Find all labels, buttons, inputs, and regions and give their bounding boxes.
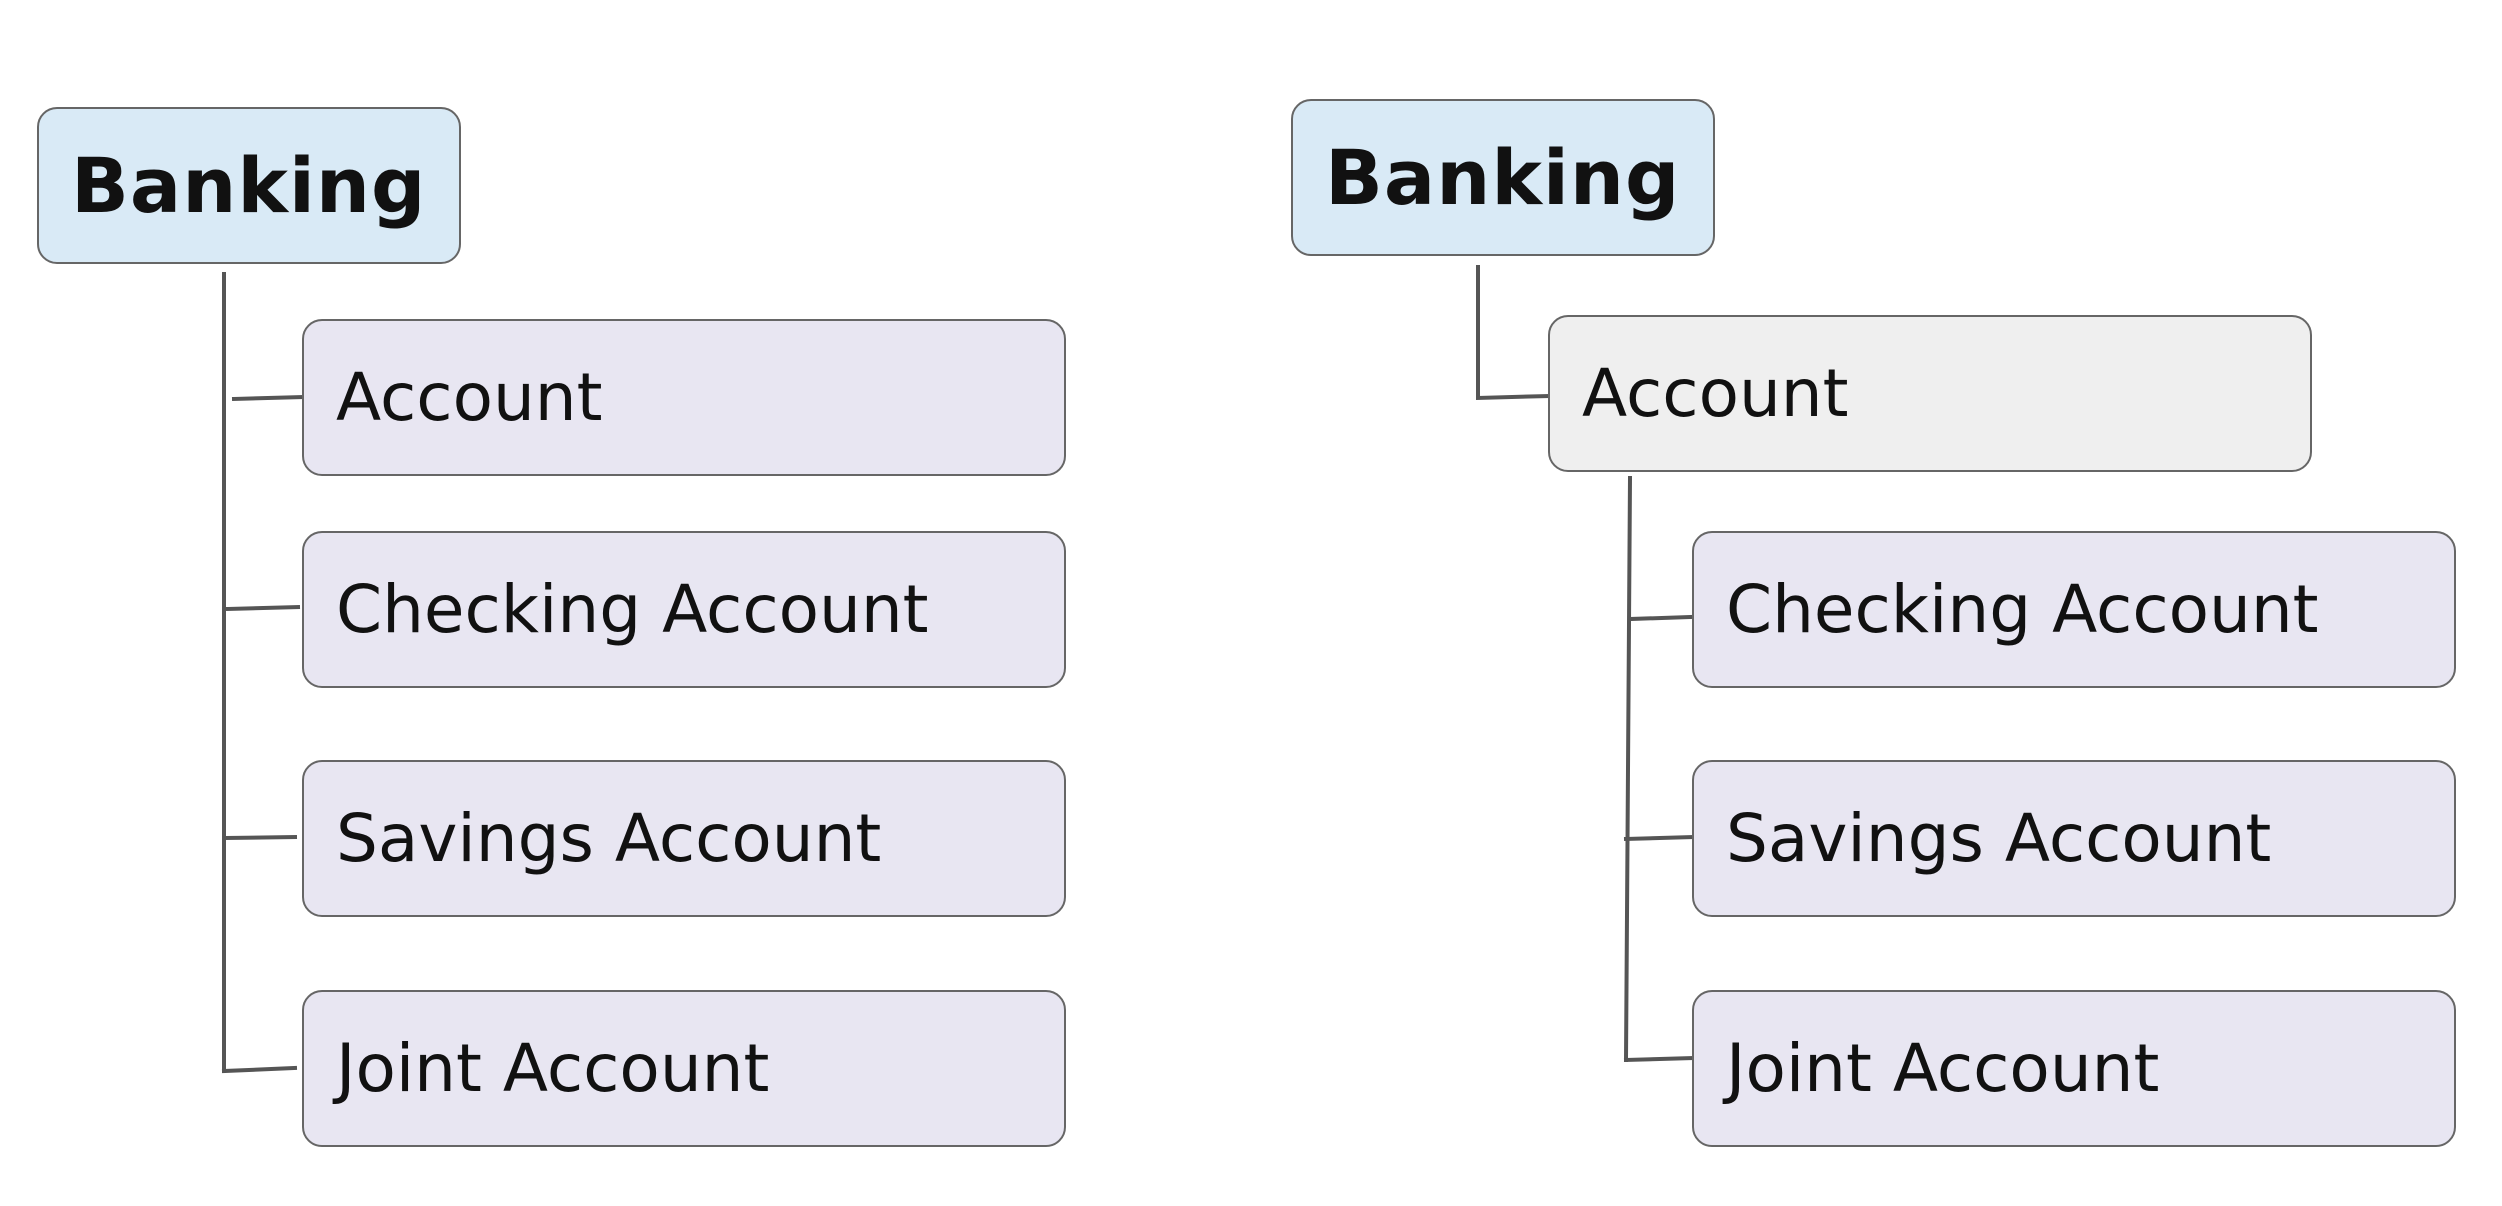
left-root-label: Banking <box>71 141 427 230</box>
left-child-checking-label: Checking Account <box>336 571 929 648</box>
connector-right-savings <box>1623 834 1695 842</box>
left-child-joint-label: Joint Account <box>336 1030 770 1107</box>
right-intermediate-account-node: Account <box>1548 315 2312 472</box>
left-child-savings-label: Savings Account <box>336 800 882 877</box>
connector-right-account-trunk <box>1623 475 1633 1063</box>
right-child-savings-label: Savings Account <box>1726 800 2272 877</box>
connector-right-checking <box>1627 614 1695 622</box>
left-child-joint-node: Joint Account <box>302 990 1066 1147</box>
right-root-label: Banking <box>1325 133 1681 222</box>
right-child-checking-label: Checking Account <box>1726 571 2319 648</box>
right-intermediate-account-label: Account <box>1582 355 1849 432</box>
connector-left-account <box>231 394 305 402</box>
left-child-savings-node: Savings Account <box>302 760 1066 917</box>
right-child-joint-label: Joint Account <box>1726 1030 2160 1107</box>
connector-left-checking <box>225 604 301 612</box>
connector-left-savings <box>223 834 298 841</box>
left-child-account-node: Account <box>302 319 1066 476</box>
right-child-checking-node: Checking Account <box>1692 531 2456 688</box>
connector-right-banking-account <box>1476 265 1551 401</box>
left-child-checking-node: Checking Account <box>302 531 1066 688</box>
left-child-account-label: Account <box>336 359 603 436</box>
connector-left-joint <box>221 1065 298 1074</box>
right-root-node: Banking <box>1291 99 1715 256</box>
right-child-joint-node: Joint Account <box>1692 990 2456 1147</box>
right-child-savings-node: Savings Account <box>1692 760 2456 917</box>
connector-right-joint <box>1623 1055 1695 1063</box>
left-root-node: Banking <box>37 107 461 264</box>
